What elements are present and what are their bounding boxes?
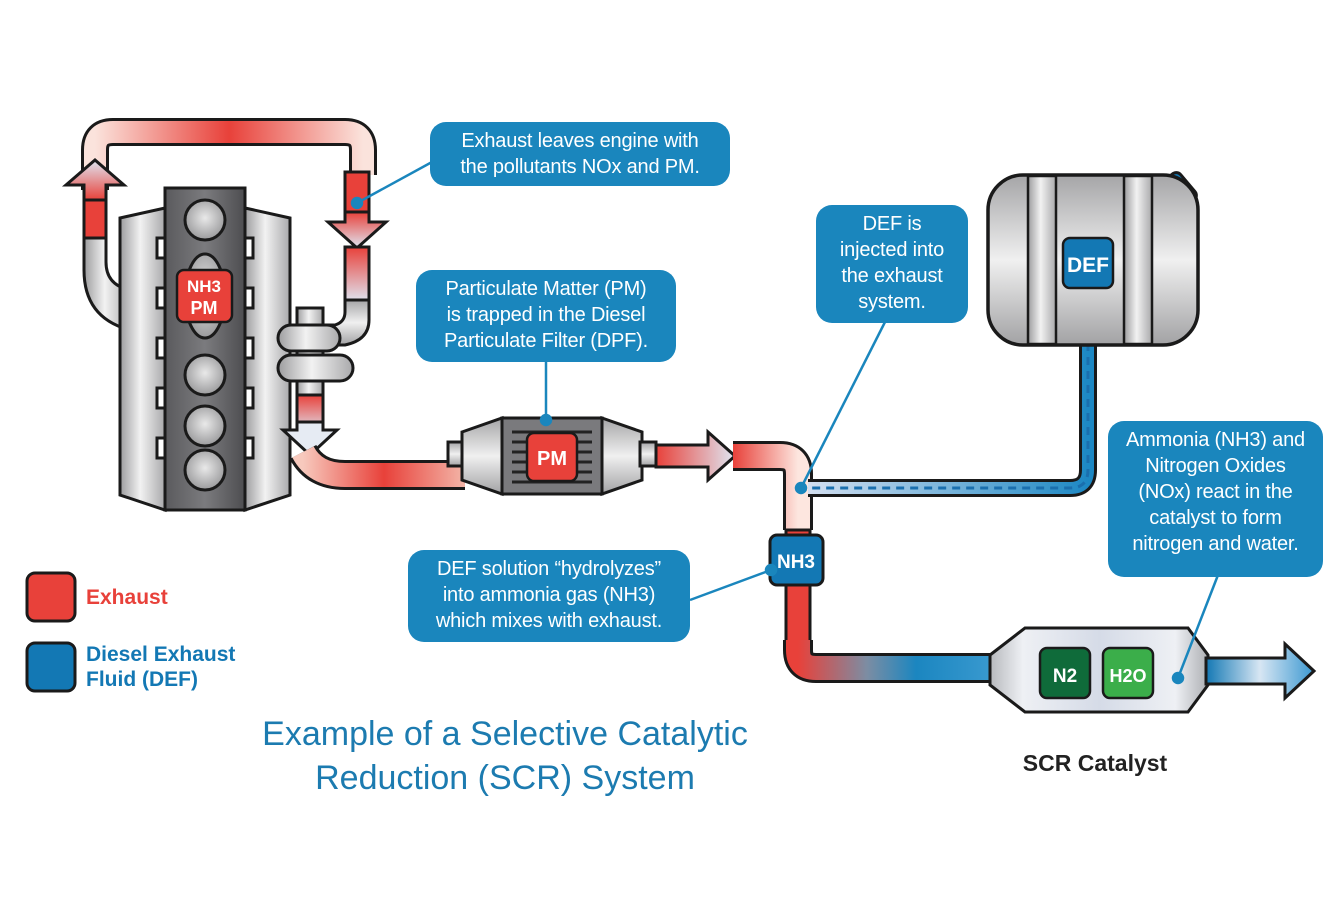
- nh3-mixer-label: NH3: [777, 552, 815, 573]
- callout-leaders: [350, 160, 1220, 685]
- callout-line: nitrogen and water.: [1132, 533, 1299, 555]
- flow-arrow-up-icon: [61, 158, 129, 202]
- callout-line: which mixes with exhaust.: [435, 610, 663, 632]
- diesel-particulate-filter: PM: [446, 415, 658, 497]
- scr-catalyst-caption: SCR Catalyst: [1022, 750, 1168, 776]
- pm-badge: [525, 431, 579, 483]
- callout-line: injected into: [839, 239, 945, 261]
- legend-label-def-line2: Fluid (DEF): [86, 668, 198, 691]
- exhaust-def-pipe: [786, 640, 995, 680]
- scr-catalyst: N2 H2O: [988, 626, 1210, 714]
- engine-nh3-pm-badge: [175, 268, 234, 324]
- callout-line: system.: [858, 291, 926, 313]
- exhaust-segment: [343, 245, 371, 304]
- callout-line: catalyst to form: [1149, 507, 1282, 529]
- pm-badge-label: PM: [537, 448, 567, 470]
- h2o-badge: [1101, 646, 1155, 700]
- exhaust-pipe: [292, 445, 465, 487]
- engine-badge-line1: NH3: [187, 277, 221, 296]
- n2-badge: [1038, 646, 1092, 700]
- callout-line: Nitrogen Oxides: [1145, 455, 1286, 477]
- legend-label-def-line1: Diesel Exhaust: [86, 643, 236, 666]
- title-line1: Example of a Selective Catalytic: [262, 715, 748, 753]
- legend-label-def: Diesel Exhaust Fluid (DEF): [86, 642, 235, 692]
- h2o-label: H2O: [1109, 666, 1146, 686]
- flow-arrow-down-icon: [324, 210, 390, 251]
- engine-badge-line2: PM: [191, 298, 218, 318]
- callout-line: DEF solution “hydrolyzes”: [437, 558, 661, 580]
- callout-def-injection: DEF is injected into the exhaust system.: [816, 205, 968, 323]
- callout-line: Exhaust leaves engine with: [461, 130, 699, 152]
- flow-arrow-right-icon: [1204, 640, 1317, 702]
- exhaust-loop-pipe: [81, 118, 377, 190]
- callout-line: Particulate Matter (PM): [445, 278, 647, 300]
- callout-line: Ammonia (NH3) and: [1126, 429, 1305, 451]
- engine: NH3 PM: [118, 186, 292, 513]
- title-line2: Reduction (SCR) System: [315, 759, 695, 797]
- n2-label: N2: [1053, 666, 1077, 687]
- legend-swatch-def: [25, 641, 77, 693]
- callout-hydrolysis: DEF solution “hydrolyzes” into ammonia g…: [408, 550, 690, 642]
- def-line: [808, 343, 1094, 494]
- exhaust-pipe: [733, 444, 810, 530]
- callout-line: is trapped in the Diesel: [446, 304, 646, 326]
- callout-line: Particulate Filter (DPF).: [444, 330, 648, 352]
- nh3-mixer-badge: [768, 533, 825, 587]
- callout-line: (NOx) react in the: [1138, 481, 1293, 503]
- callout-line: DEF is: [862, 213, 922, 235]
- callout-line: the pollutants NOx and PM.: [460, 156, 700, 178]
- flow-arrow-right-icon: [654, 428, 738, 484]
- callout-line: the exhaust: [841, 265, 943, 287]
- legend-label-exhaust: Exhaust: [86, 586, 168, 609]
- callout-scr-reaction: Ammonia (NH3) and Nitrogen Oxides (NOx) …: [1108, 421, 1323, 577]
- def-flow-dashes: [808, 343, 1090, 490]
- def-tank: DEF: [986, 171, 1200, 347]
- def-badge-label: DEF: [1067, 254, 1109, 277]
- legend-swatch-exhaust: [25, 571, 77, 623]
- def-badge: [1061, 236, 1115, 290]
- callout-engine-exhaust: Exhaust leaves engine with the pollutant…: [430, 122, 730, 186]
- callout-dpf: Particulate Matter (PM) is trapped in th…: [416, 270, 676, 362]
- callout-line: into ammonia gas (NH3): [442, 584, 656, 606]
- diagram-title: Example of a Selective Catalytic Reducti…: [255, 712, 755, 800]
